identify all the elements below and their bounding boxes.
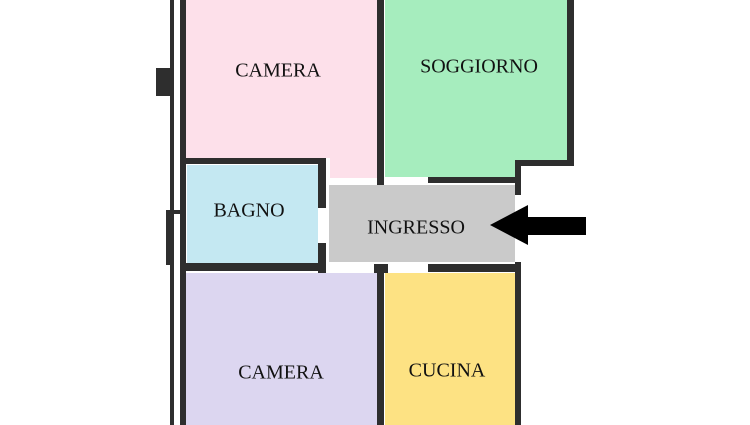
arrow-left-icon [490,205,586,245]
wall [567,0,574,162]
wall [428,177,518,183]
wall [517,160,574,166]
wall [377,0,384,185]
wall [186,158,326,164]
wall [156,68,170,96]
room-camera-bottom [186,273,377,425]
wall [166,210,186,214]
label-camera-bottom: CAMERA [238,361,324,384]
room-cucina [385,273,515,425]
label-bagno: BAGNO [213,199,285,222]
label-ingresso: INGRESSO [367,216,465,239]
room-soggiorno [385,0,567,160]
wall [186,263,326,271]
room-soggiorno-ext [385,160,517,177]
room-bagno [187,165,318,263]
wall [166,210,170,265]
wall [515,262,521,425]
room-ingresso [329,185,515,262]
label-soggiorno: SOGGIORNO [420,55,538,78]
label-camera-top: CAMERA [235,59,321,82]
label-cucina: CUCINA [408,359,486,382]
wall [318,158,326,208]
wall [515,160,521,195]
wall [374,264,388,273]
wall [318,243,326,273]
wall [428,264,518,272]
wall [377,273,384,425]
room-camera-top-ext [330,158,377,178]
room-camera-top [186,0,377,158]
